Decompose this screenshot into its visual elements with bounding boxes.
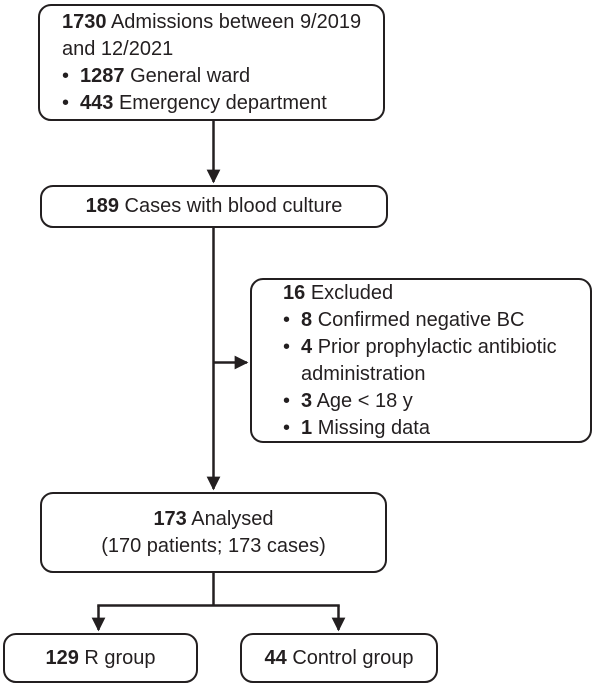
general-ward-label: General ward — [130, 64, 251, 87]
missing-data-label: Missing data — [317, 416, 430, 439]
emergency-label: Emergency department — [118, 91, 327, 114]
negative-bc-count: 8 — [301, 308, 313, 331]
admissions-item-general-ward: • 1287 General ward — [62, 63, 375, 90]
control-group-label: Control group — [292, 646, 414, 669]
age-label: Age < 18 y — [316, 389, 413, 412]
excluded-label: Excluded — [310, 281, 394, 304]
control-group-line: 44 Control group — [265, 645, 414, 672]
excluded-item-prior-antibiotic: • 4 Prior prophylactic antibiotic adminis… — [283, 334, 578, 388]
r-group-line: 129 R group — [45, 645, 155, 672]
analysed-title: 173 Analysed — [153, 506, 273, 533]
excluded-item-negative-bc: • 8 Confirmed negative BC — [283, 307, 578, 334]
excluded-title: 16 Excluded — [283, 280, 578, 307]
box-control-group: 44 Control group — [240, 633, 438, 683]
split-connector — [97, 569, 340, 607]
general-ward-count: 1287 — [80, 64, 125, 87]
analysed-count: 173 — [153, 507, 187, 530]
admissions-item-emergency: • 443 Emergency department — [62, 90, 375, 117]
analysed-subtitle: (170 patients; 173 cases) — [101, 534, 326, 557]
bullet-glyph: • — [283, 389, 291, 412]
bullet-glyph: • — [283, 308, 291, 331]
bullet-glyph: • — [62, 64, 70, 87]
missing-data-count: 1 — [301, 416, 313, 439]
r-group-label: R group — [84, 646, 156, 669]
analysed-label: Analysed — [191, 507, 274, 530]
control-group-count: 44 — [264, 646, 287, 669]
age-count: 3 — [301, 389, 313, 412]
blood-culture-count: 189 — [85, 195, 119, 217]
admissions-label: Admissions between 9/2019 and 12/2021 — [62, 10, 362, 60]
bullet-glyph: • — [283, 335, 291, 358]
box-analysed: 173 Analysed (170 patients; 173 cases) — [40, 492, 387, 573]
box-admissions: 1730 Admissions between 9/2019 and 12/20… — [38, 4, 385, 121]
r-group-count: 129 — [45, 646, 79, 669]
box-r-group: 129 R group — [3, 633, 198, 683]
excluded-count: 16 — [283, 281, 306, 304]
prior-antibiotic-count: 4 — [301, 335, 313, 358]
excluded-item-missing-data: • 1 Missing data — [283, 415, 578, 442]
bullet-glyph: • — [62, 91, 70, 114]
emergency-count: 443 — [80, 91, 114, 114]
bullet-glyph: • — [283, 416, 291, 439]
box-excluded: 16 Excluded • 8 Confirmed negative BC • 4 … — [250, 278, 592, 443]
blood-culture-line: 189 Cases with blood culture — [86, 193, 343, 220]
admissions-title: 1730 Admissions between 9/2019 and 12/20… — [62, 9, 375, 63]
excluded-item-age: • 3 Age < 18 y — [283, 388, 578, 415]
box-blood-culture: 189 Cases with blood culture — [40, 185, 388, 228]
admissions-count: 1730 — [62, 10, 107, 33]
blood-culture-label: Cases with blood culture — [124, 195, 343, 217]
prior-antibiotic-label: Prior prophylactic antibiotic administra… — [301, 335, 557, 385]
negative-bc-label: Confirmed negative BC — [317, 308, 525, 331]
